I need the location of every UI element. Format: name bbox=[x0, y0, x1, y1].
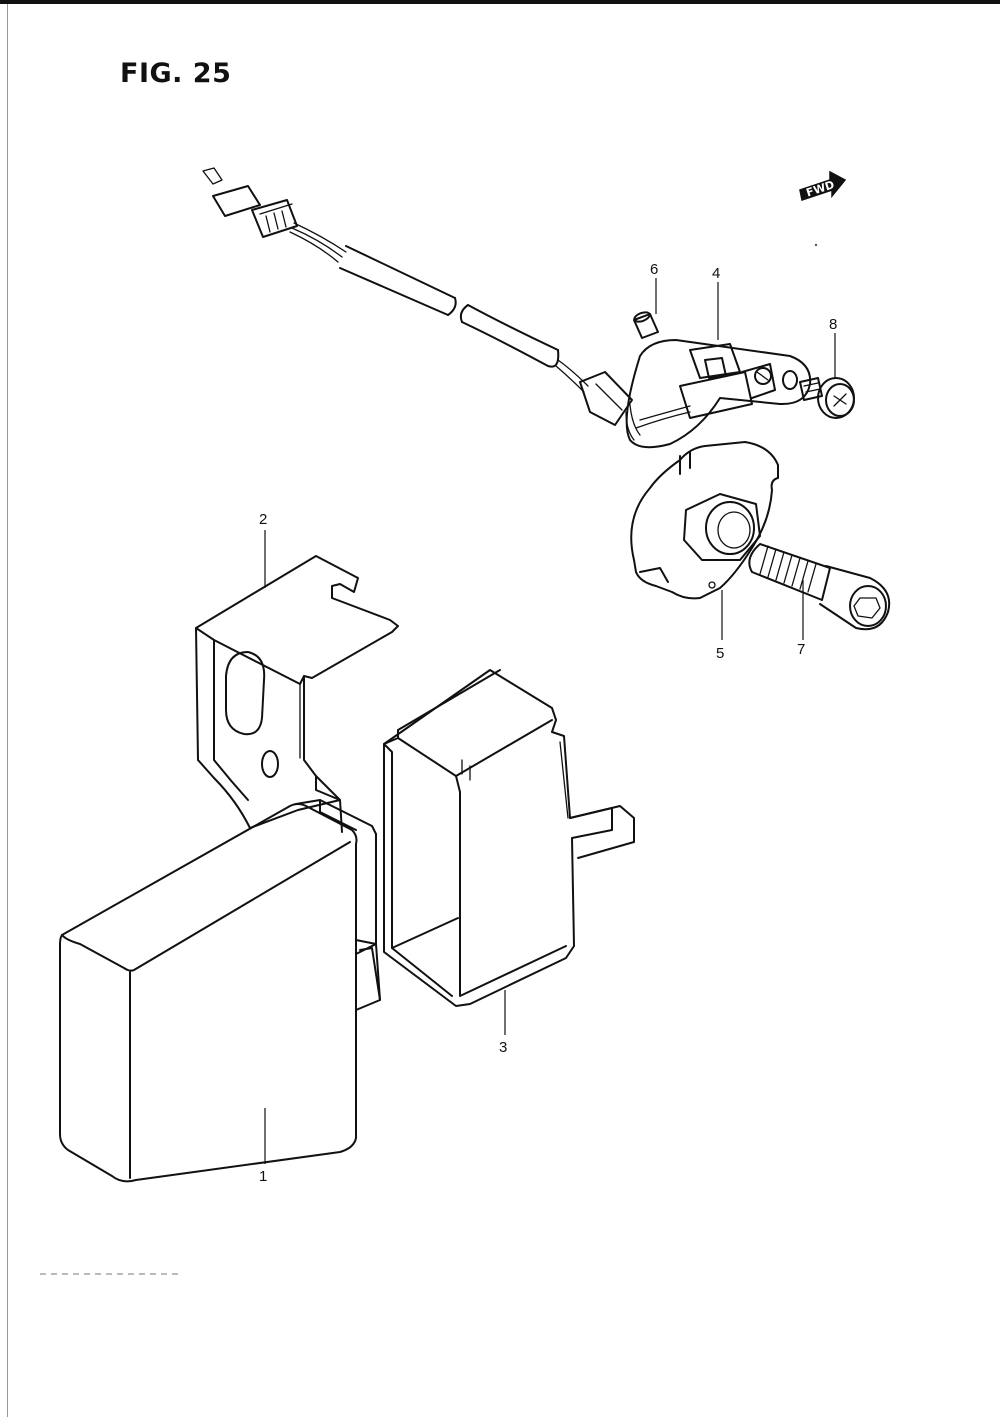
callout-2: 2 bbox=[259, 511, 267, 528]
part-5-signal-rotor bbox=[630, 441, 779, 600]
callout-1: 1 bbox=[259, 1168, 267, 1185]
part-8-screw bbox=[799, 377, 855, 419]
part-3-cover bbox=[383, 669, 635, 1007]
part-1-cdi-unit bbox=[59, 799, 381, 1183]
callout-6: 6 bbox=[650, 261, 658, 278]
callout-8: 8 bbox=[829, 316, 837, 333]
figure-title: FIG. 25 bbox=[120, 58, 232, 89]
leader-lines bbox=[264, 278, 836, 1164]
part-4-pickup-coil bbox=[625, 339, 812, 449]
scan-marks bbox=[40, 243, 818, 1275]
fwd-arrow-icon: FWD bbox=[799, 170, 847, 201]
left-border bbox=[7, 4, 8, 1417]
callout-numbers: 2 6 4 8 5 7 3 1 bbox=[259, 261, 837, 1185]
callout-4: 4 bbox=[712, 265, 720, 282]
top-border bbox=[0, 0, 1000, 4]
callout-3: 3 bbox=[499, 1039, 507, 1056]
wire-harness bbox=[202, 167, 641, 441]
part-2-bracket bbox=[195, 555, 399, 833]
part-7-bolt bbox=[748, 543, 891, 631]
callout-7: 7 bbox=[797, 641, 805, 658]
callout-5: 5 bbox=[716, 645, 724, 662]
part-6-dowel-pin bbox=[633, 311, 659, 339]
